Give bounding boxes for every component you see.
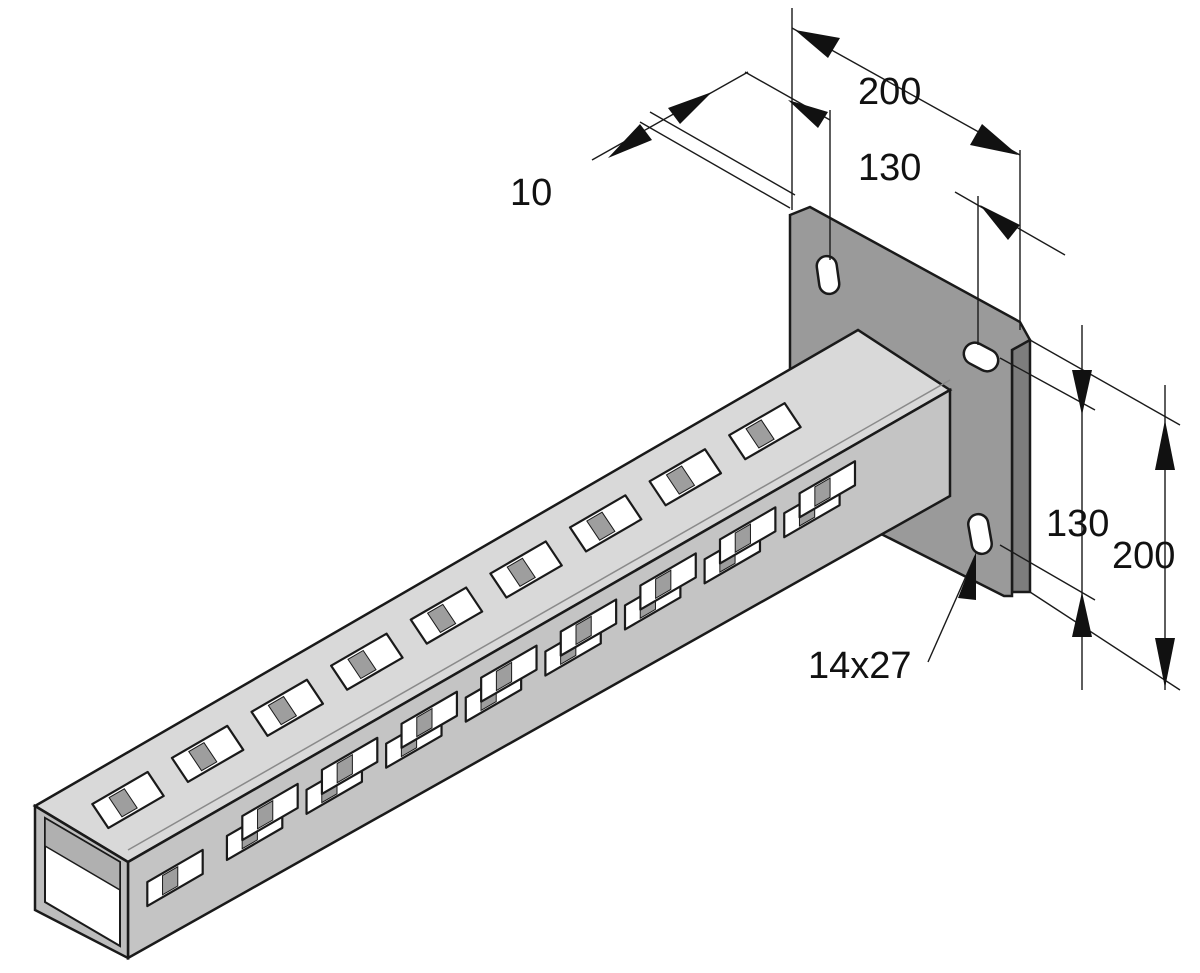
side-slot-lower-1-inner [162,865,179,896]
mounting-slot-top-left [815,254,841,296]
mounting-slot-top-right [962,341,1000,373]
dim-label-hole-spacing-horizontal: 130 [858,147,921,189]
top-slot-1-inner [108,788,138,818]
base-plate-edge [1010,316,1032,594]
dimension-arrows [608,30,1175,688]
top-slot-6-inner [506,557,536,587]
side-slot-upper-7-inner [734,523,751,554]
side-slot-upper-5-inner [575,615,592,646]
top-slot-7-inner [586,511,616,541]
side-slot-upper-6-inner [655,569,672,600]
top-slot-5-inner [426,603,457,634]
dim-label-plate-height: 200 [1112,535,1175,577]
side-slot-upper-3-inner [416,707,433,738]
arm-inner-wall [44,816,121,892]
arm-top-slots [91,402,802,830]
top-slot-4-inner [347,649,377,680]
top-slot-3-inner [267,695,298,726]
arm-top-face [32,328,953,864]
top-slot-9-inner [745,419,775,449]
arm-edge-line [127,379,951,851]
top-slot-2-inner [188,742,218,772]
top-slot-8-inner [665,465,696,495]
dim-label-plate-width: 200 [858,71,921,113]
bracket-arm [32,328,953,961]
side-slot-upper-8-inner [814,477,831,507]
side-slot-upper-2-inner [336,753,353,784]
arm-side-slots [146,460,857,908]
mounting-slot-bottom-right [967,512,993,556]
side-slot-upper-1-inner [257,799,274,830]
dim-label-hole-spacing-vertical: 130 [1046,503,1109,545]
dim-label-plate-thickness: 10 [510,172,552,214]
dim-label-slot-size: 14x27 [808,645,912,687]
side-slot-upper-4-inner [495,661,513,692]
